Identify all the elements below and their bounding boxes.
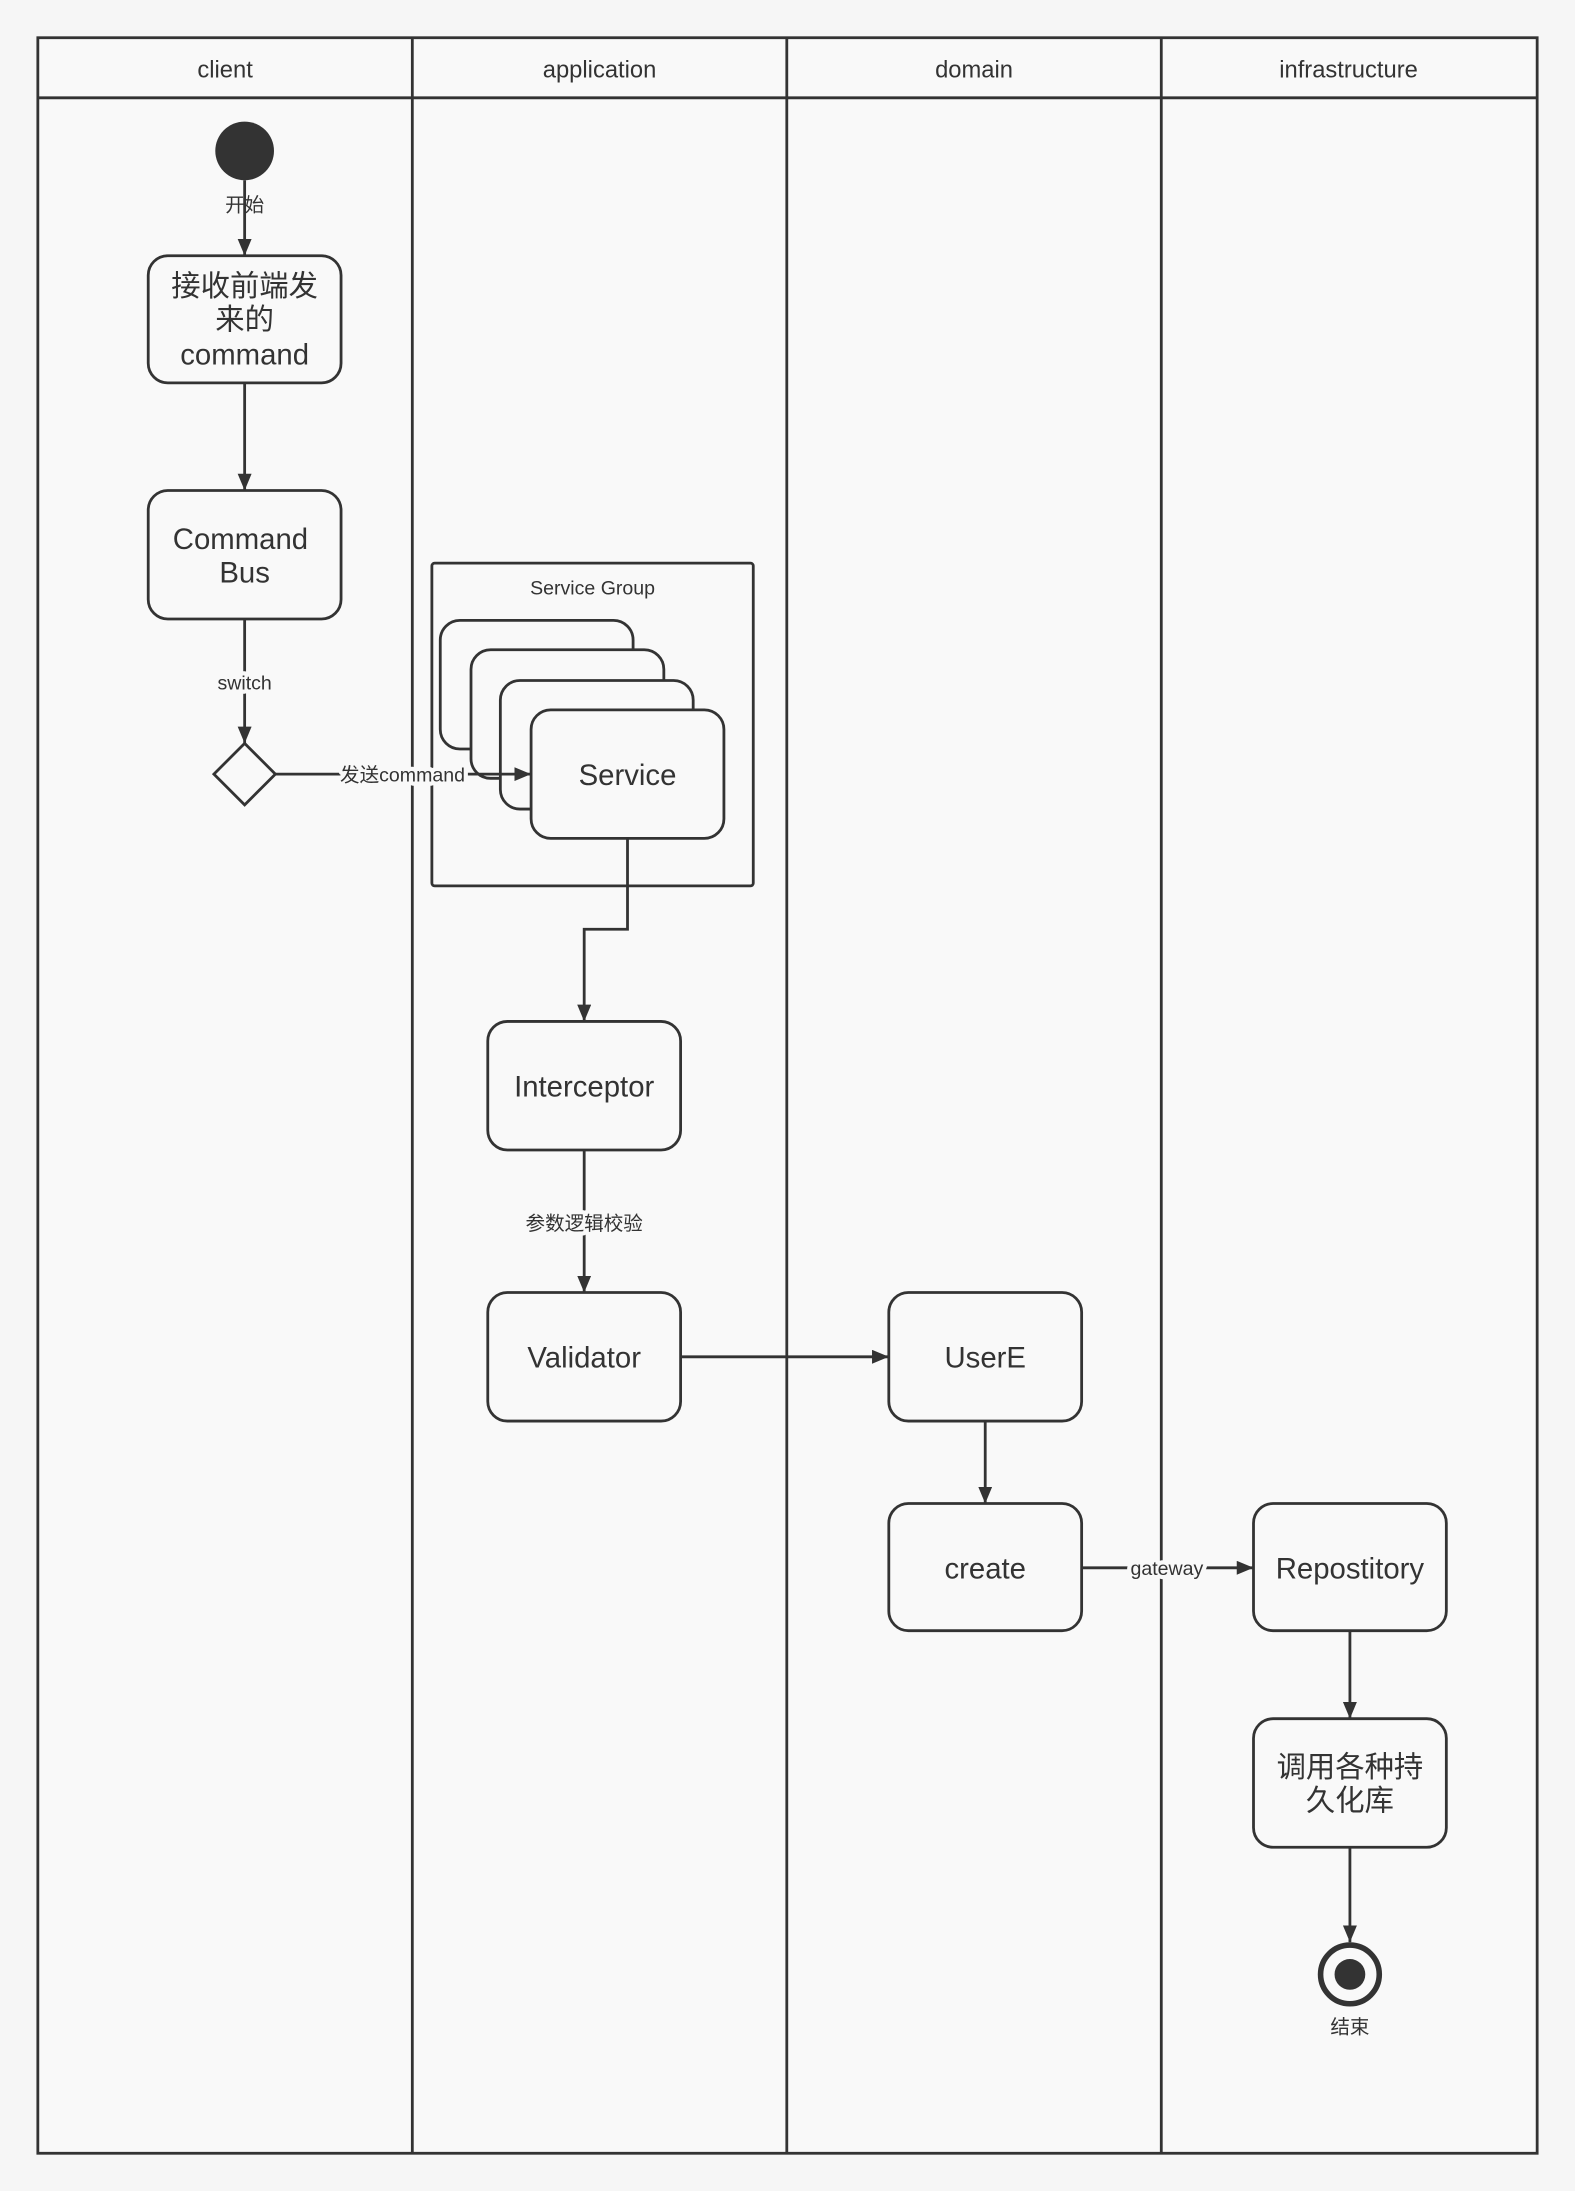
decision-diamond <box>211 741 278 807</box>
activity-user-entity-label: UserE <box>944 1342 1025 1375</box>
lane-header-application: application <box>543 56 657 83</box>
activity-user-entity: UserE <box>887 1291 1084 1423</box>
activity-persistence-line-1: 调用各种持 <box>1277 1751 1424 1784</box>
activity-receive-command: 接收前端发 来的 command <box>146 254 343 385</box>
edge-label-param-check: 参数逻辑校验 <box>526 1213 644 1235</box>
activity-command-bus-line-1: Command <box>173 523 308 556</box>
start-label: 开始 <box>225 194 264 216</box>
activity-receive-command-line-1: 接收前端发 <box>171 270 318 303</box>
activity-create-label: create <box>944 1553 1026 1586</box>
activity-persistence: 调用各种持 久化库 <box>1252 1717 1448 1849</box>
end-node <box>1317 1942 1383 2007</box>
activity-validator-label: Validator <box>527 1342 641 1375</box>
lane-header-domain: domain <box>935 56 1013 83</box>
activity-interceptor-label: Interceptor <box>514 1071 654 1104</box>
edge-label-switch: switch <box>217 672 271 694</box>
activity-service-label: Service <box>579 759 677 792</box>
edge-service-to-interceptor <box>577 838 629 1022</box>
activity-repository-label: Repostitory <box>1276 1553 1425 1586</box>
edge-label-send-command: 发送command <box>340 765 465 787</box>
edge-label-gateway: gateway <box>1130 1558 1203 1580</box>
activity-create-box <box>887 1502 1084 1633</box>
activity-command-bus-line-2: Bus <box>219 556 270 589</box>
activity-validator: Validator <box>486 1291 683 1423</box>
activity-create: create <box>887 1502 1084 1633</box>
start-node <box>215 121 274 181</box>
start-node-circle <box>215 121 274 181</box>
activity-interceptor: Interceptor <box>486 1020 683 1152</box>
activity-receive-command-line-2: 来的 <box>215 303 274 336</box>
service-group-label: Service Group <box>530 577 655 599</box>
lane-header-client: client <box>197 56 253 83</box>
activity-command-bus-box <box>146 489 343 621</box>
activity-interceptor-box <box>486 1020 683 1152</box>
activity-repository: Repostitory <box>1252 1502 1448 1633</box>
activity-service: Service <box>529 708 726 840</box>
activity-persistence-line-2: 久化库 <box>1306 1785 1394 1818</box>
activity-command-bus: Command Bus <box>146 489 343 621</box>
service-group: Service Group Service <box>430 561 755 888</box>
lane-header-infrastructure: infrastructure <box>1279 56 1418 83</box>
end-label: 结束 <box>1330 2017 1369 2039</box>
activity-receive-command-line-3: command <box>180 338 309 371</box>
end-node-dot <box>1334 1959 1366 1990</box>
